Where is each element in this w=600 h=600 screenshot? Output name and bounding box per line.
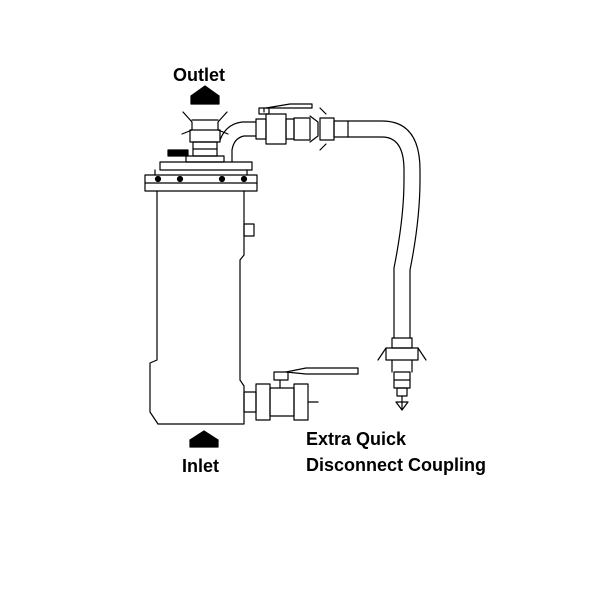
inlet-ball-valve: [244, 368, 358, 420]
extra-quick-disconnect-coupling: [378, 338, 426, 410]
outlet-ball-valve: [220, 104, 318, 162]
hose-coupling-top: [320, 108, 348, 150]
outlet-arrow-icon: [191, 86, 219, 104]
coupling-label-line2: Disconnect Coupling: [306, 455, 486, 475]
outlet-coupling: [160, 112, 252, 170]
housing-flange: [145, 170, 257, 191]
flexible-hose: [348, 121, 420, 338]
coupling-label-line1: Extra Quick: [306, 429, 407, 449]
inlet-arrow-icon: [190, 431, 218, 447]
inlet-label: Inlet: [182, 456, 220, 476]
filter-housing: [150, 191, 254, 424]
outlet-label: Outlet: [173, 65, 225, 85]
